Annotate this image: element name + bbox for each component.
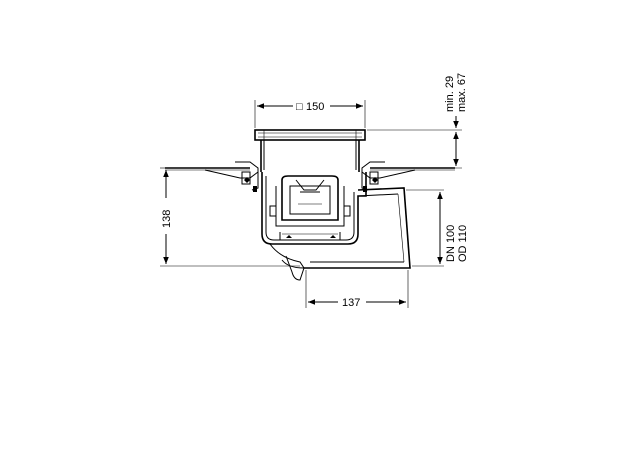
dimension-offset: 137	[305, 270, 409, 309]
grate	[254, 129, 366, 141]
height-label: 138	[161, 210, 173, 228]
frame	[260, 140, 360, 172]
dimension-height: 138	[160, 167, 300, 267]
dimension-pipe: DN 100 OD 110	[406, 189, 469, 267]
outlet-pipe	[269, 187, 411, 281]
width-symbol: □	[296, 101, 303, 113]
dimension-adjustment: min. 29 max. 67	[367, 73, 468, 169]
dimension-width: □ 150	[254, 100, 366, 128]
width-label: 150	[306, 101, 324, 113]
clamp-flange-right	[361, 161, 455, 192]
clamp-flange-left	[165, 161, 259, 192]
max-label: max. 67	[456, 73, 468, 112]
dn-label: DN 100	[445, 225, 457, 262]
drain-body	[165, 129, 455, 281]
housing	[261, 172, 367, 245]
od-label: OD 110	[457, 225, 469, 262]
min-label: min. 29	[444, 76, 456, 112]
offset-label: 137	[342, 297, 360, 309]
